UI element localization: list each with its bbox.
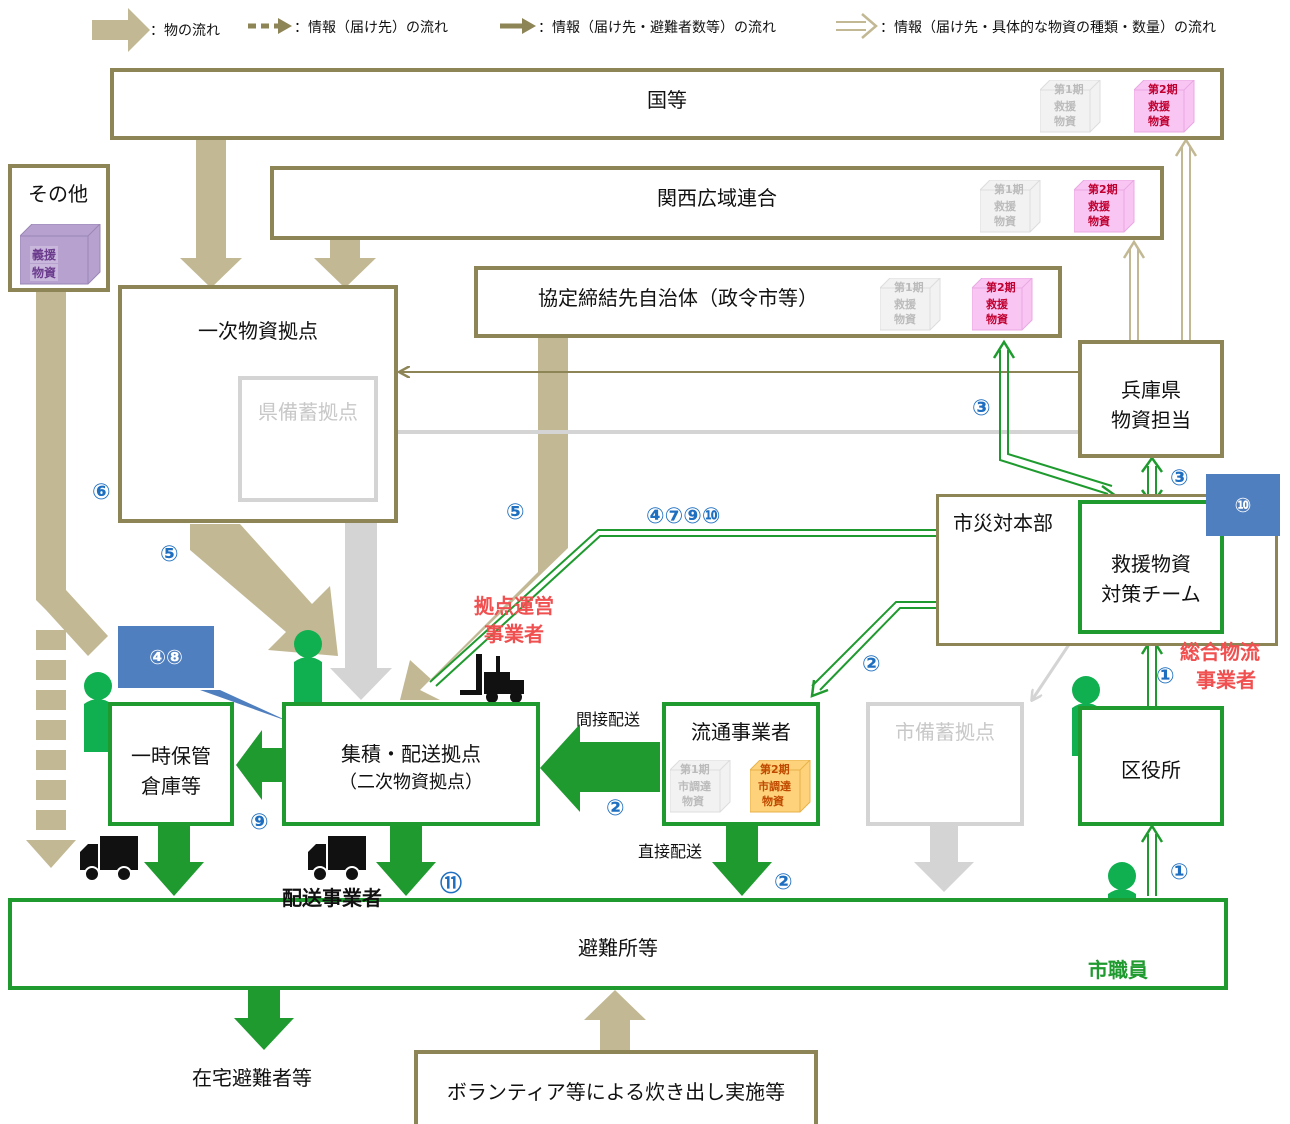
node-shelters: 避難所等 [8, 898, 1228, 990]
node-shelters-label: 避難所等 [578, 936, 658, 960]
node-volunteers: ボランティア等による炊き出し実施等 [414, 1050, 818, 1124]
node-prefecture-stockpile: 県備蓄拠点 [238, 376, 378, 502]
phase2-supplies-cube-icon: 第2期 救援 物資 [1134, 80, 1196, 134]
donation-supplies-cube-icon: 義援 物資 [20, 224, 104, 286]
logistics-operator-label-1: 総合物流 [1180, 640, 1260, 664]
node-kansai-label: 関西広域連合 [657, 186, 777, 210]
person-icon [84, 672, 112, 752]
legend-double-arrow-icon [836, 13, 878, 39]
truck-icon [308, 836, 366, 882]
node-temporary-warehouse-label-1: 一時保管 [131, 744, 211, 768]
node-national-label: 国等 [647, 88, 687, 112]
node-secondary-hub-label-2: （二次物資拠点） [339, 772, 483, 793]
person-icon [294, 630, 322, 708]
node-partner-cities-label: 協定締結先自治体（政令市等） [538, 286, 818, 310]
node-ward-office-label: 区役所 [1121, 758, 1181, 782]
node-relief-team-label-2: 対策チーム [1101, 582, 1201, 606]
legend-solid-arrow-icon [500, 18, 536, 34]
node-primary-hub-label: 一次物資拠点 [198, 319, 318, 343]
legend-goods-label: ：物の流れ [150, 23, 220, 39]
base-operator-label-1: 拠点運営 [474, 594, 554, 618]
node-national: 国等 [110, 68, 1224, 140]
step-number: ④⑦⑨⑩ [646, 504, 721, 529]
step-number: ⑤ [160, 542, 179, 567]
delivery-operator-label: 配送事業者 [282, 886, 382, 910]
legend-goods-arrow-icon [92, 8, 150, 52]
legend-info-count-label: ：情報（届け先・避難者数等）の流れ [538, 20, 776, 36]
base-operator-label-2: 事業者 [484, 622, 544, 646]
truck-icon [80, 836, 138, 882]
step-number: ⑪ [440, 872, 463, 897]
phase1-supplies-cube-icon: 第1期 救援 物資 [880, 278, 942, 332]
node-hyogo-label-1: 兵庫県 [1121, 378, 1181, 402]
step-number: ② [862, 652, 881, 677]
step-number: ① [1156, 664, 1175, 689]
node-city-disaster-hq-label: 市災対本部 [953, 511, 1053, 535]
step-number: ⑤ [506, 500, 525, 525]
legend-dashed-arrow-icon [248, 18, 292, 34]
prefecture-info-lines [400, 137, 1198, 372]
node-secondary-hub-label-1: 集積・配送拠点 [341, 742, 481, 766]
callout-tail [200, 690, 290, 722]
phase1-supplies-cube-icon: 第1期 救援 物資 [980, 180, 1042, 234]
step-number: ③ [1170, 466, 1189, 491]
legend-info-detail-label: ：情報（届け先・具体的な物資の種類・数量）の流れ [880, 20, 1216, 36]
goods-flow-arrows [26, 140, 646, 1050]
node-distributor-label: 流通事業者 [691, 720, 791, 744]
node-other-label: その他 [28, 182, 88, 206]
callout-4-8: ④⑧ [118, 626, 214, 688]
node-partner-cities: 協定締結先自治体（政令市等） [474, 266, 1062, 338]
indirect-delivery-label: 間接配送 [576, 710, 641, 729]
node-secondary-hub: 集積・配送拠点 （二次物資拠点） [282, 702, 540, 826]
phase2-supplies-cube-icon: 第2期 救援 物資 [972, 278, 1034, 332]
city-staff-label: 市職員 [1088, 958, 1148, 982]
step-number: ⑥ [92, 480, 111, 505]
phase1-city-procured-cube-icon: 第1期 市調達 物資 [670, 760, 732, 814]
node-ward-office: 区役所 [1078, 706, 1224, 826]
node-relief-team: 救援物資 対策チーム [1078, 500, 1224, 634]
legend-info-dest-label: ：情報（届け先）の流れ [294, 20, 448, 36]
stockpile-flow-arrows [330, 432, 1082, 892]
step-number: ③ [972, 396, 991, 421]
phase1-supplies-cube-icon: 第1期 救援 物資 [1040, 80, 1101, 133]
callout-10: ⑩ [1206, 474, 1280, 536]
node-home-evacuees-label: 在宅避難者等 [192, 1066, 312, 1090]
node-hyogo-supplies: 兵庫県 物資担当 [1078, 340, 1224, 458]
phase2-city-procured-cube-icon: 第2期 市調達 物資 [750, 760, 812, 814]
node-prefecture-stockpile-label: 県備蓄拠点 [258, 400, 358, 424]
direct-delivery-label: 直接配送 [638, 842, 703, 861]
step-number: ⑨ [250, 810, 269, 835]
node-city-stockpile-label: 市備蓄拠点 [895, 720, 995, 744]
logistics-operator-label-2: 事業者 [1196, 668, 1256, 692]
step-number: ② [774, 870, 793, 895]
node-temporary-warehouse: 一時保管 倉庫等 [108, 702, 234, 826]
phase2-supplies-cube-icon: 第2期 救援 物資 [1074, 180, 1136, 234]
node-temporary-warehouse-label-2: 倉庫等 [141, 774, 201, 798]
node-volunteers-label: ボランティア等による炊き出し実施等 [446, 1080, 786, 1104]
step-number: ② [606, 796, 625, 821]
step-number: ① [1170, 860, 1189, 885]
node-city-stockpile: 市備蓄拠点 [866, 702, 1024, 826]
delivery-flow-arrows [144, 724, 772, 1050]
node-relief-team-label-1: 救援物資 [1111, 552, 1191, 576]
forklift-icon [460, 654, 524, 703]
node-hyogo-label-2: 物資担当 [1111, 408, 1191, 432]
info-flow-lines [429, 339, 1164, 896]
